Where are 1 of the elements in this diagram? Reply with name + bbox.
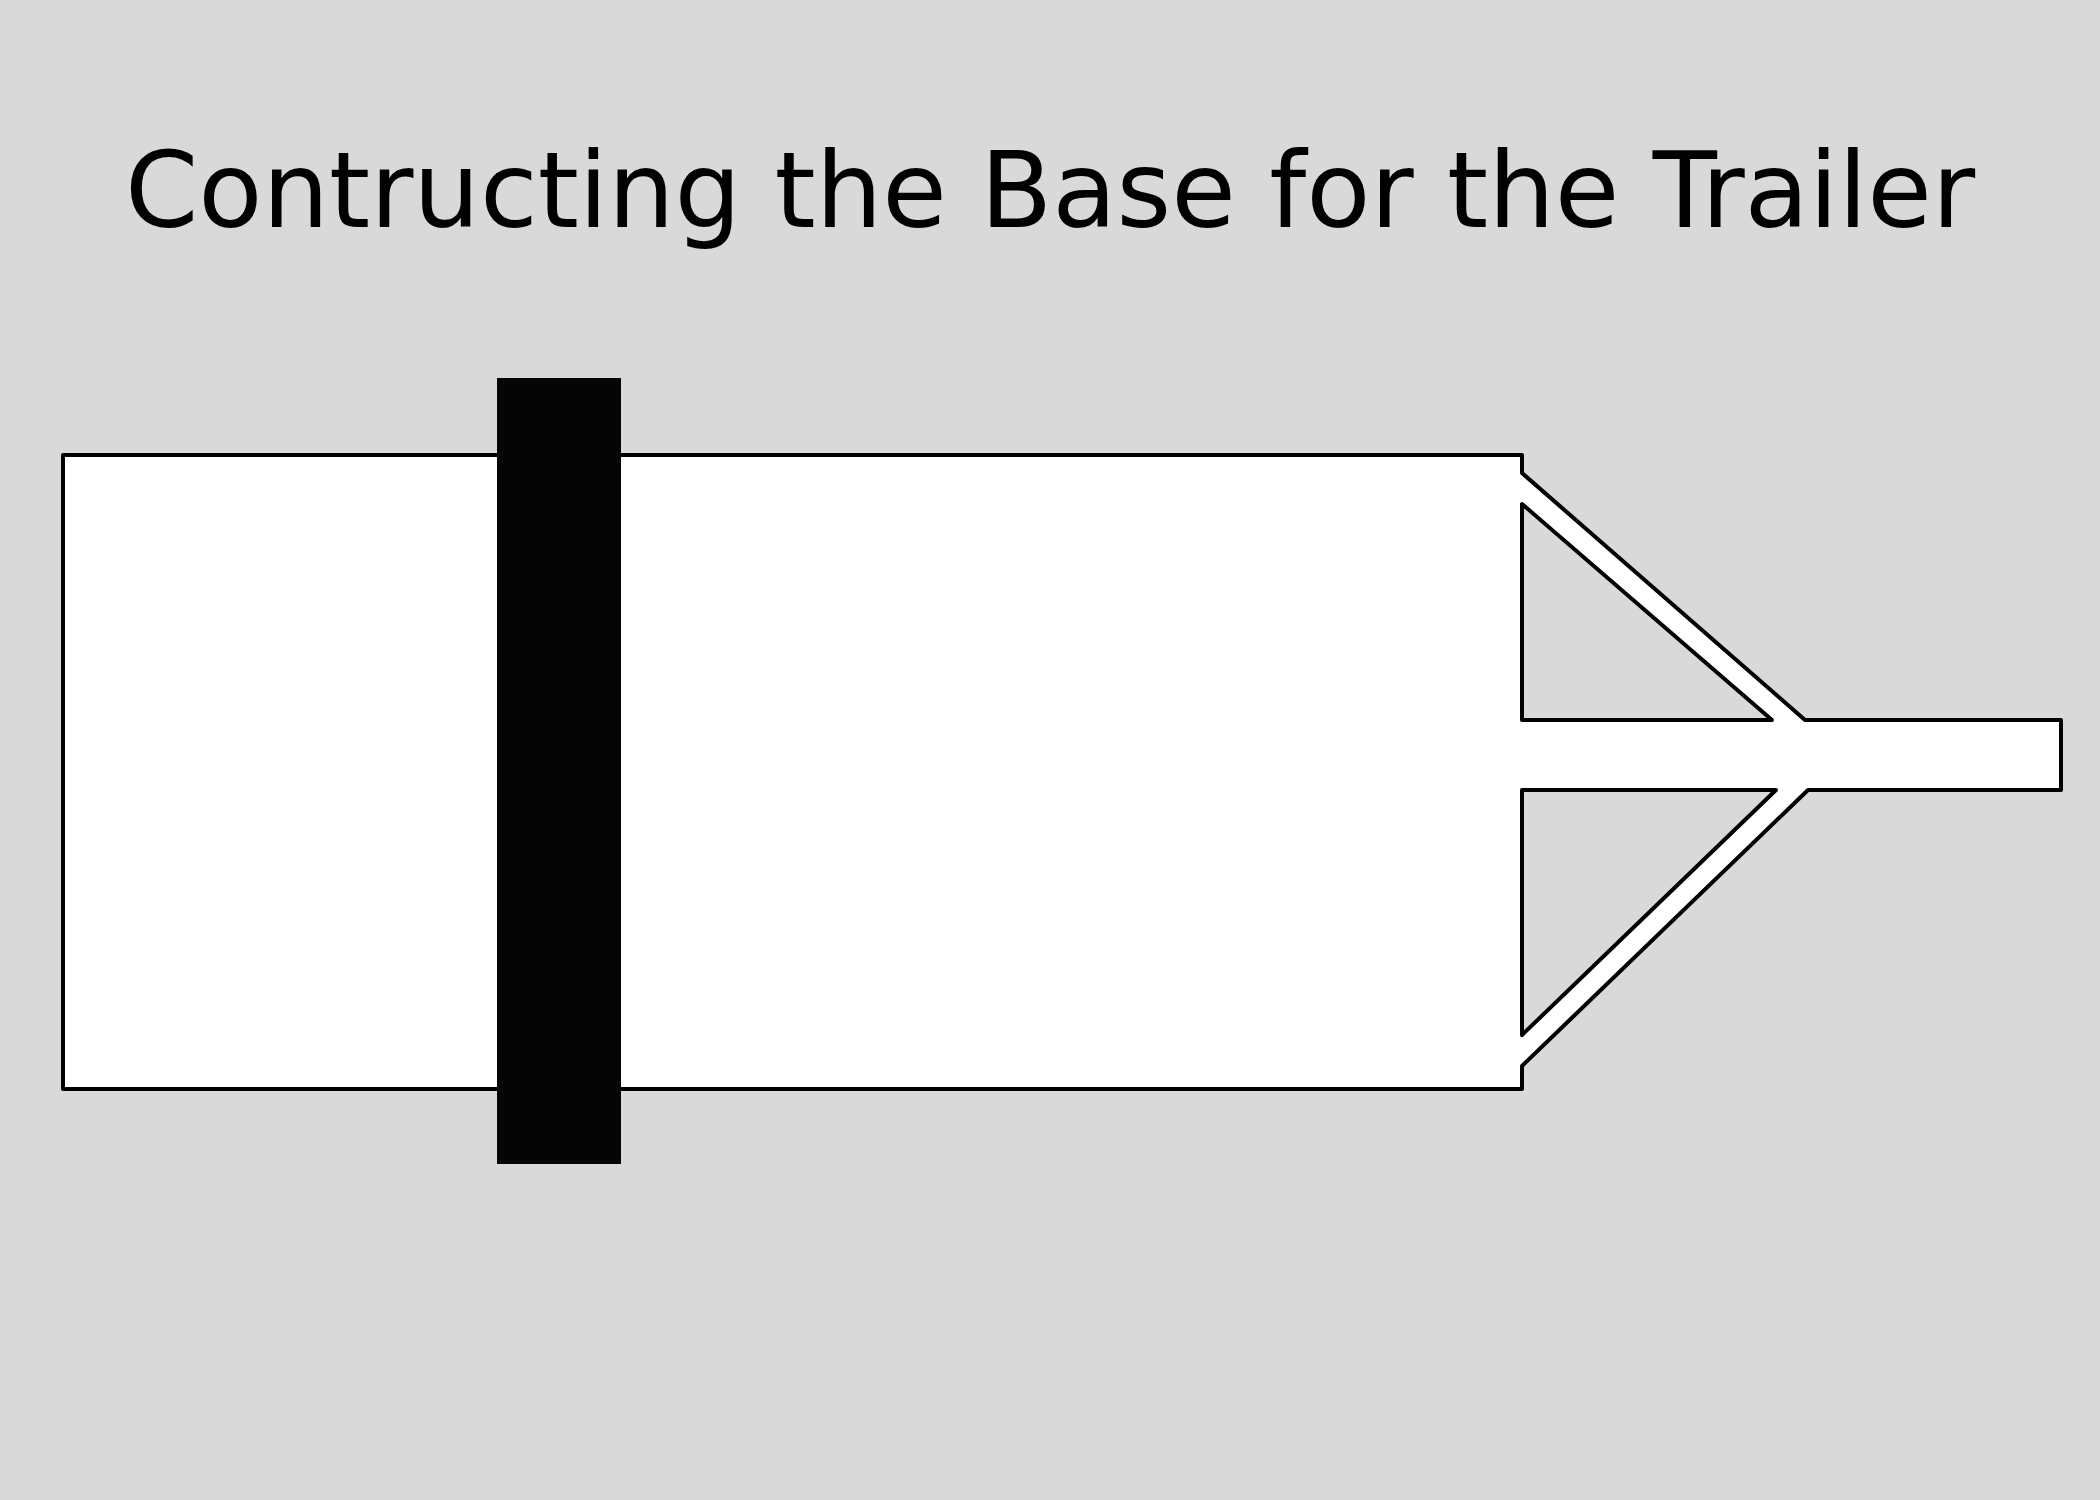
title: Contructing the Base for the Trailer: [124, 130, 1976, 252]
